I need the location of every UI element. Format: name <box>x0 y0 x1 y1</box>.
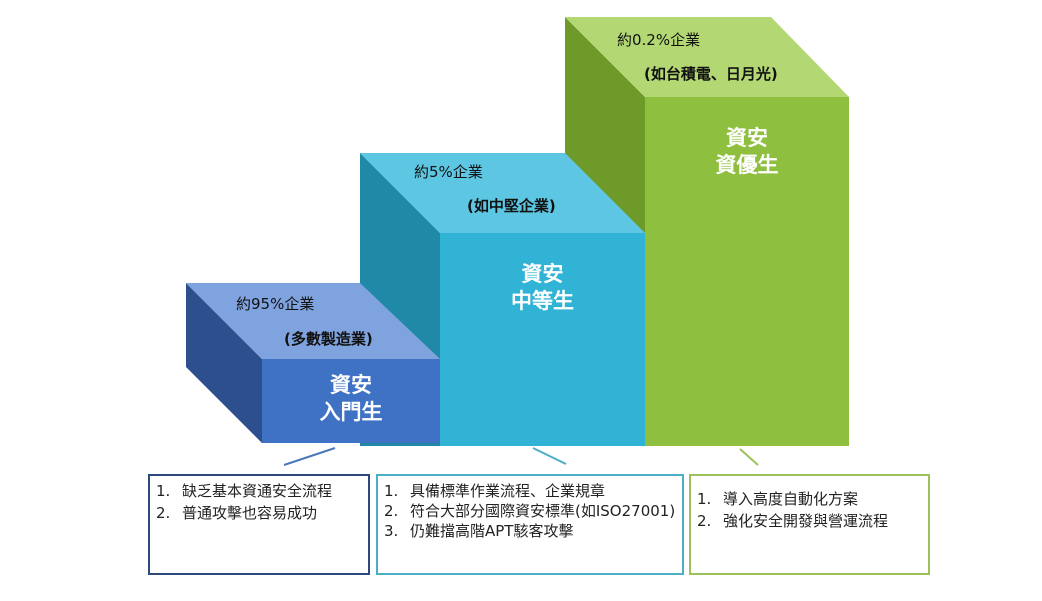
top-tier-description-box: 1.導入高度自動化方案 2.強化安全開發與營運流程 <box>689 474 930 575</box>
entry-tier-top-face <box>186 283 440 359</box>
entry-tier-title-line1: 資安 <box>330 373 372 397</box>
middle-tier-example: (如中堅企業) <box>467 197 556 215</box>
top-tier-title: 資安 資優生 <box>645 125 849 179</box>
entry-tier-side-face <box>186 283 262 443</box>
entry-tier-description-box: 1.缺乏基本資通安全流程 2.普通攻擊也容易成功 <box>148 474 370 575</box>
list-item: 2.普通攻擊也容易成功 <box>156 504 318 522</box>
middle-connector-line <box>532 447 567 465</box>
middle-tier-share: 約5%企業 <box>414 163 483 181</box>
middle-tier-front-face <box>440 233 645 446</box>
top-tier-front-face <box>645 97 849 446</box>
entry-connector-line <box>283 447 336 466</box>
top-tier-example: (如台積電、日月光) <box>644 65 778 83</box>
top-connector-line <box>739 448 759 466</box>
entry-tier-example: (多數製造業) <box>284 330 373 348</box>
list-item: 2.強化安全開發與營運流程 <box>697 512 889 530</box>
middle-tier-title-line1: 資安 <box>521 262 564 286</box>
list-item: 2.符合大部分國際資安標準(如ISO27001) <box>384 502 676 520</box>
top-tier-title-line2: 資優生 <box>715 153 779 177</box>
middle-tier-title: 資安 中等生 <box>440 261 645 315</box>
entry-tier-share: 約95%企業 <box>236 295 315 313</box>
middle-tier-top-face <box>360 153 645 233</box>
entry-tier-title: 資安 入門生 <box>262 372 440 426</box>
entry-tier-title-line2: 入門生 <box>319 400 383 424</box>
top-tier-top-face <box>565 17 849 97</box>
list-item: 3.仍難擋高階APT駭客攻擊 <box>384 522 574 540</box>
top-tier-title-line1: 資安 <box>726 126 768 150</box>
list-item: 1.具備標準作業流程、企業規章 <box>384 482 606 500</box>
middle-tier-title-line2: 中等生 <box>511 289 574 313</box>
entry-tier-front-face <box>262 359 440 443</box>
middle-tier-description-box: 1.具備標準作業流程、企業規章 2.符合大部分國際資安標準(如ISO27001)… <box>376 474 684 575</box>
top-tier-share: 約0.2%企業 <box>617 31 701 49</box>
list-item: 1.導入高度自動化方案 <box>697 490 859 508</box>
list-item: 1.缺乏基本資通安全流程 <box>156 482 333 500</box>
